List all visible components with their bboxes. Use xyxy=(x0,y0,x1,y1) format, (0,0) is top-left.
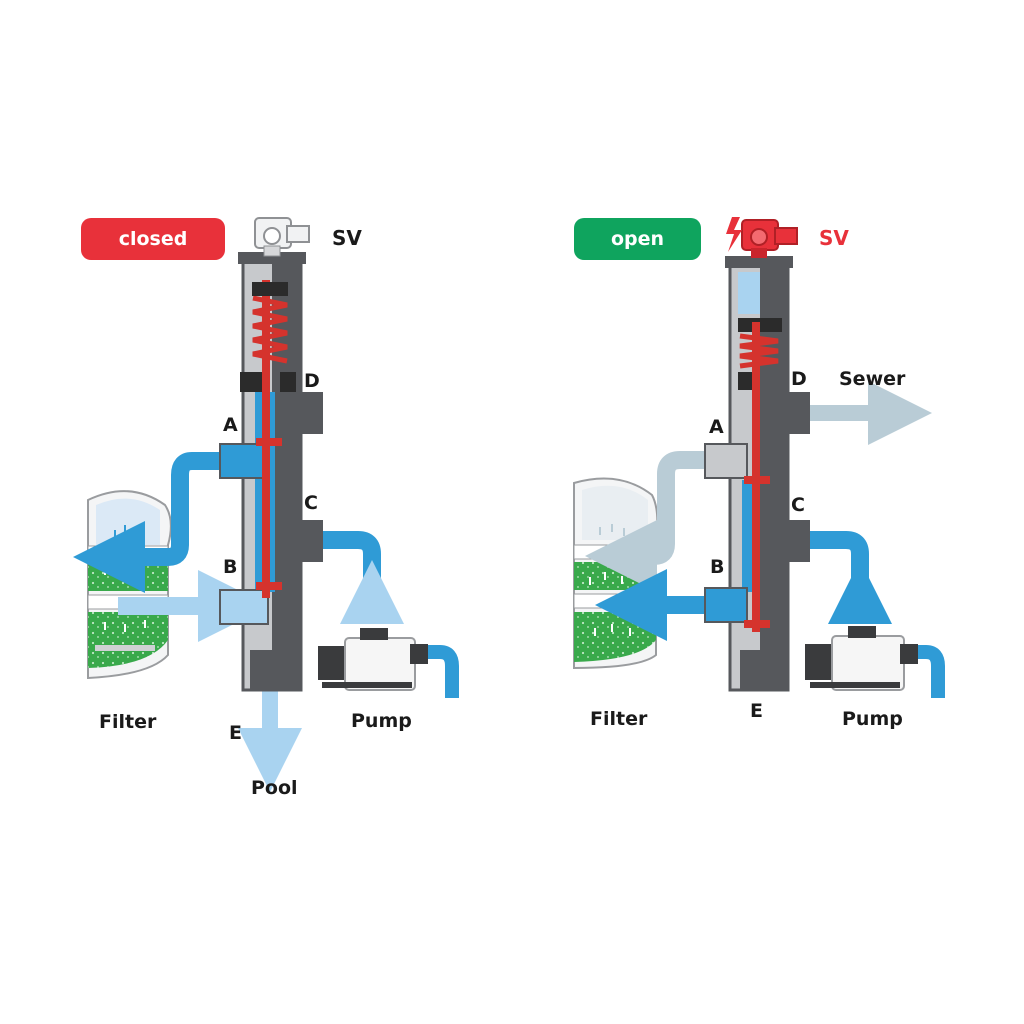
right-panel xyxy=(573,217,945,698)
right-port-c-label: C xyxy=(791,494,805,516)
left-panel xyxy=(73,217,459,792)
left-port-b-label: B xyxy=(223,556,238,578)
left-port-c-label: C xyxy=(304,492,318,514)
right-solenoid-valve-icon xyxy=(741,219,798,258)
left-port-e-label: E xyxy=(229,722,242,744)
right-port-a-label: A xyxy=(709,416,724,438)
left-pump-icon xyxy=(318,628,428,691)
right-valve-body xyxy=(704,256,810,692)
right-pump-label: Pump xyxy=(842,708,903,730)
right-filter-tank xyxy=(573,477,659,670)
left-port-d-label: D xyxy=(304,370,320,392)
right-port-d-label: D xyxy=(791,368,807,390)
left-solenoid-valve-icon xyxy=(254,217,310,257)
right-pump-icon xyxy=(805,626,918,691)
right-filter-label: Filter xyxy=(590,708,648,730)
left-pool-label: Pool xyxy=(251,777,298,799)
left-valve-body xyxy=(219,252,323,692)
right-sv-label: SV xyxy=(819,226,849,250)
right-status-badge: open xyxy=(574,218,701,260)
left-status-badge: closed xyxy=(81,218,225,260)
left-filter-label: Filter xyxy=(99,711,157,733)
right-port-e-label: E xyxy=(750,700,763,722)
right-sewer-label: Sewer xyxy=(839,368,906,390)
left-filter-tank xyxy=(87,490,172,680)
left-pump-label: Pump xyxy=(351,710,412,732)
right-port-b-label: B xyxy=(710,556,725,578)
lightning-bolt-icon xyxy=(726,217,742,252)
left-port-a-label: A xyxy=(223,414,238,436)
left-sv-label: SV xyxy=(332,226,362,250)
